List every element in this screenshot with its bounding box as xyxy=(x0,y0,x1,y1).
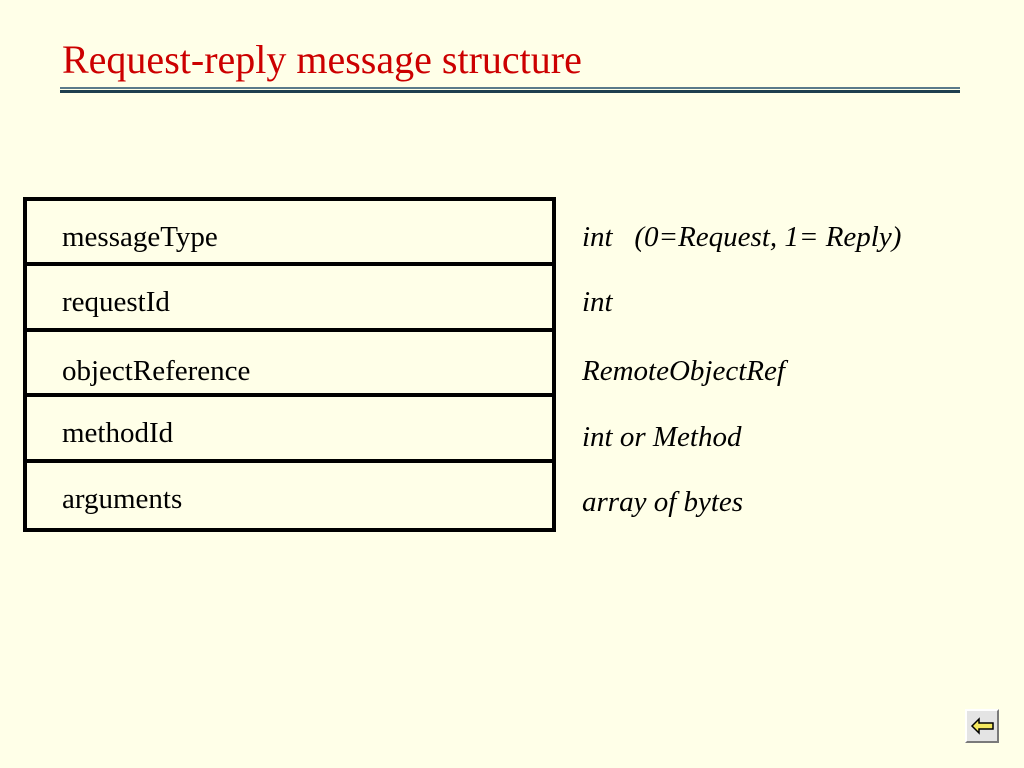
field-name-method-id: methodId xyxy=(62,417,174,449)
field-type-message-type: int (0=Request, 1= Reply) xyxy=(582,221,902,253)
field-name-arguments: arguments xyxy=(62,483,183,515)
field-name-message-type: messageType xyxy=(62,221,218,253)
field-name-object-reference: objectReference xyxy=(62,355,251,387)
back-arrow-icon xyxy=(970,717,994,735)
back-nav-button[interactable] xyxy=(965,709,999,743)
field-name-request-id: requestId xyxy=(62,286,170,318)
field-type-arguments: array of bytes xyxy=(582,486,744,518)
field-type-request-id: int xyxy=(582,286,613,318)
field-type-method-id: int or Method xyxy=(582,421,742,453)
structure-outline xyxy=(23,197,556,532)
field-type-object-reference: RemoteObjectRef xyxy=(582,355,785,387)
slide-title: Request-reply message structure xyxy=(62,37,582,82)
title-underline xyxy=(60,87,960,93)
message-structure-box xyxy=(23,197,556,532)
message-structure-frame xyxy=(23,197,556,532)
